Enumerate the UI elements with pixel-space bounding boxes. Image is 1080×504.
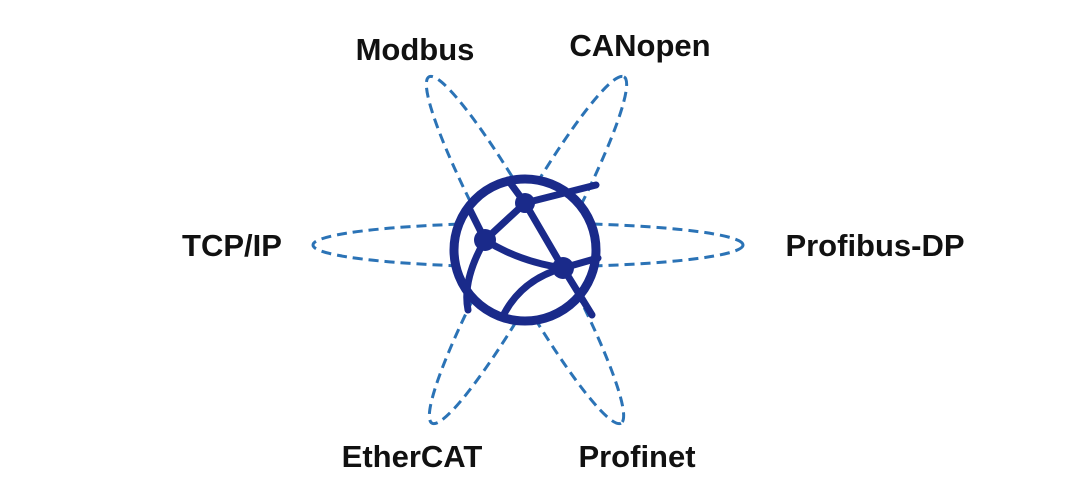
label-profibus-dp: Profibus-DP [785,228,965,263]
label-tcpip: TCP/IP [182,228,282,263]
label-ethercat: EtherCAT [341,439,483,474]
label-canopen: CANopen [569,28,711,63]
orbit-horizontal [311,221,745,269]
label-modbus: Modbus [355,32,475,67]
label-profinet: Profinet [578,439,696,474]
network-globe-icon [449,174,602,326]
